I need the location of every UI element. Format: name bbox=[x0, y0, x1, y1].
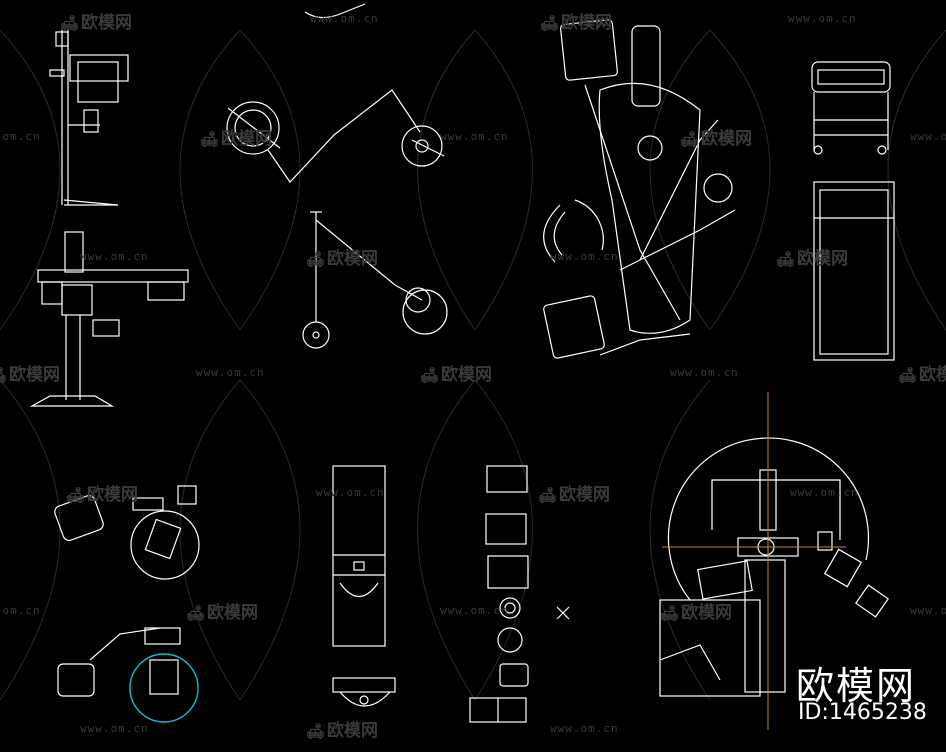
sofa-icon: 🛋 bbox=[306, 722, 326, 740]
trolley-top-view bbox=[813, 181, 895, 361]
watermark-brand: 🛋欧模网 bbox=[0, 360, 60, 385]
dental-light-arm-top bbox=[226, 3, 445, 183]
watermark-brand: 🛋欧模网 bbox=[60, 13, 133, 33]
xray-stand-side-drawing bbox=[49, 30, 129, 206]
watermark-url: www.om.cn bbox=[788, 12, 857, 25]
sofa-icon: 🛋 bbox=[898, 366, 918, 384]
brand-badge-id: ID:1465238 bbox=[798, 700, 927, 725]
xray-stand-front-drawing bbox=[29, 231, 189, 407]
sofa-icon: 🛋 bbox=[540, 14, 560, 32]
watermark-url: www.om.cn bbox=[440, 604, 509, 617]
ceiling-lamp-group bbox=[54, 485, 200, 580]
sofa-icon: 🛋 bbox=[200, 130, 220, 148]
sink-plan bbox=[332, 677, 396, 707]
cross-mark-icon bbox=[556, 606, 570, 620]
watermark-brand: 🛋欧模网 bbox=[66, 485, 139, 505]
watermark-url: www.om.cn bbox=[316, 486, 385, 499]
watermark-url: www.om.cn bbox=[910, 130, 946, 143]
watermark-url: www.om.cn bbox=[196, 366, 265, 379]
dental-chair-plan bbox=[543, 19, 736, 359]
sofa-icon: 🛋 bbox=[538, 486, 558, 504]
sofa-icon: 🛋 bbox=[420, 366, 440, 384]
watermark-url: www.om.cn bbox=[310, 12, 379, 25]
sofa-icon: 🛋 bbox=[66, 486, 86, 504]
watermark-brand: 🛋欧模网 bbox=[200, 129, 273, 149]
dental-light-arm-middle bbox=[302, 211, 448, 349]
sofa-icon: 🛋 bbox=[680, 130, 700, 148]
watermark-url: www.om.cn bbox=[910, 604, 946, 617]
watermark-brand: 🛋欧模网 bbox=[420, 365, 493, 385]
watermark-brand: 🛋欧模网 bbox=[660, 603, 733, 623]
watermark-brand: 🛋欧模网 bbox=[680, 129, 753, 149]
watermark-brand: 🛋欧模网 bbox=[540, 13, 613, 33]
centerline-accent bbox=[662, 392, 846, 730]
watermark-url: www.om.cn bbox=[550, 722, 619, 735]
sofa-icon: 🛋 bbox=[776, 250, 796, 268]
trolley-side-view bbox=[811, 61, 891, 155]
sofa-icon: 🛋 bbox=[0, 366, 7, 384]
watermark-brand: 🛋欧模网 bbox=[186, 603, 259, 623]
watermark-brand: 🛋欧模网 bbox=[776, 249, 849, 269]
watermark-arcs bbox=[0, 29, 946, 701]
watermark-brand: 🛋欧模网 bbox=[898, 365, 946, 385]
watermark-url: www.om.cn bbox=[80, 250, 149, 263]
watermark-url: www.om.cn bbox=[550, 250, 619, 263]
watermark-brand: 🛋欧模网 bbox=[306, 249, 379, 269]
cabinet-elevation bbox=[332, 465, 386, 647]
brand-badge-title: 欧模网 bbox=[796, 664, 917, 708]
ceiling-lamp-arm bbox=[57, 627, 181, 697]
watermark-url: www.om.cn bbox=[440, 130, 509, 143]
watermark-brand: 🛋欧模网 bbox=[538, 485, 611, 505]
watermark-url: www.om.cn bbox=[790, 486, 859, 499]
watermark-url: www.om.cn bbox=[0, 604, 41, 617]
sofa-icon: 🛋 bbox=[60, 14, 80, 32]
sofa-icon: 🛋 bbox=[306, 250, 326, 268]
watermark-url: www.om.cn bbox=[80, 722, 149, 735]
instrument-symbols bbox=[469, 465, 529, 723]
watermark-brand: 🛋欧模网 bbox=[306, 721, 379, 741]
selected-circle bbox=[129, 653, 199, 723]
watermark-url: www.om.cn bbox=[670, 366, 739, 379]
watermark-url: www.om.cn bbox=[0, 130, 41, 143]
sofa-icon: 🛋 bbox=[660, 604, 680, 622]
sofa-icon: 🛋 bbox=[186, 604, 206, 622]
